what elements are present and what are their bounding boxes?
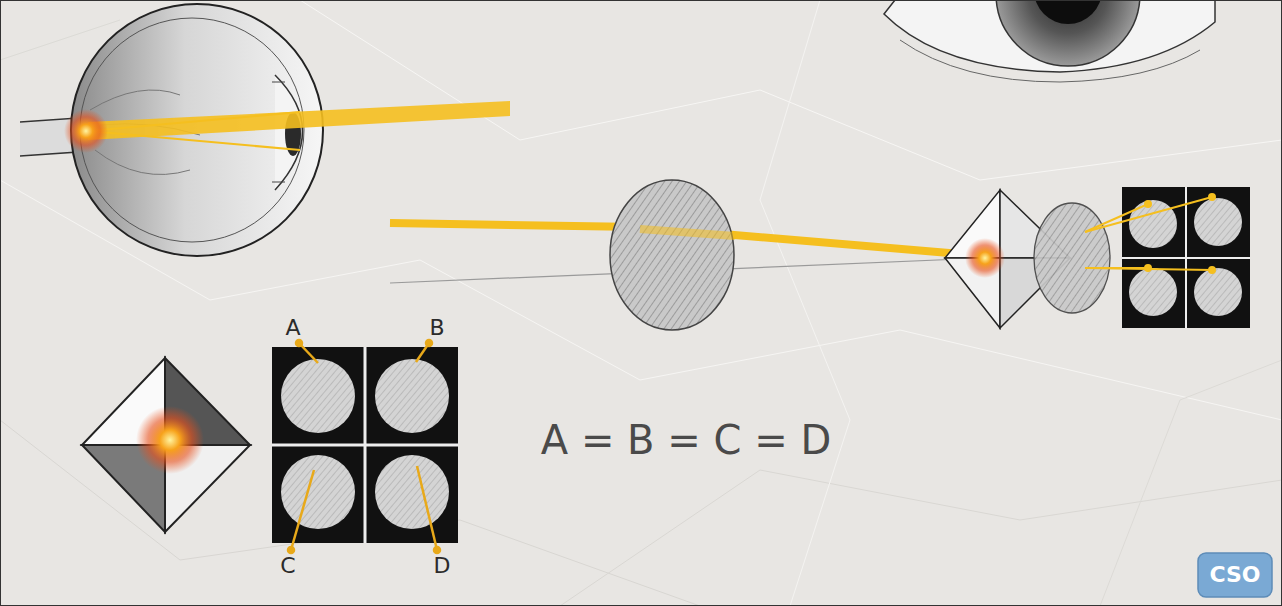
pupil-grid-large: [272, 347, 458, 543]
pupil-rays: [1085, 194, 1215, 273]
pupil-grid-large-part: [281, 359, 355, 433]
callout-letter: B: [429, 317, 444, 339]
pupil-rays-part: [1209, 267, 1215, 273]
paper-texture-part: [560, 470, 1282, 606]
pupil-grid-small-part: [1194, 268, 1242, 316]
pupil-grid-small-part: [1129, 200, 1177, 248]
eye-front-part: [996, 0, 1140, 66]
paper-texture-part: [300, 0, 1282, 180]
callout-letter: C: [280, 555, 295, 577]
focus-spot-large: [136, 406, 204, 474]
pupil-rays-part: [1145, 201, 1151, 207]
light-beam-part: [88, 131, 300, 150]
pupil-grid-small-part: [1122, 187, 1250, 328]
cornea: [275, 75, 303, 190]
pupil-grid-small-part: [1194, 198, 1242, 246]
leader-lines-part: [426, 340, 432, 346]
pupil-grid-small-part: [1129, 268, 1177, 316]
retina-spot: [64, 109, 108, 153]
equation-text: A = B = C = D: [541, 420, 831, 460]
light-beam-part: [88, 112, 300, 131]
leader-lines-part: [434, 547, 440, 553]
eye-front-part: [1034, 0, 1102, 24]
eye-front-part: [900, 40, 1200, 82]
eye-front: [884, 0, 1215, 82]
pupil-rays-part: [1209, 194, 1215, 200]
pupil-grid-small-part: [1122, 257, 1250, 259]
light-beam-part: [88, 101, 510, 140]
callout-letter: D: [434, 555, 451, 577]
beam-through-lens: [640, 229, 735, 236]
pupil-grid-small: [1122, 187, 1250, 328]
pupil-grid-large-part: [281, 455, 355, 529]
paper-texture-part: [760, 0, 850, 606]
leader-lines: [288, 340, 440, 553]
leader-lines-part: [296, 340, 302, 346]
light-beam: [88, 101, 510, 150]
pupil-rays-part: [1145, 265, 1151, 271]
focus-spot: [965, 238, 1005, 278]
callout-letter: A: [285, 317, 300, 339]
logo-text: CSO: [1209, 564, 1260, 586]
leader-lines-part: [291, 470, 314, 550]
pyramid-prism-large: [82, 358, 250, 532]
pupil-grid-large-part: [375, 359, 449, 433]
leader-lines-part: [288, 547, 294, 553]
converging-lens: [610, 180, 734, 330]
leader-lines-part: [417, 466, 437, 550]
iris-edge: [272, 82, 285, 182]
pupil-grid-large-part: [272, 347, 458, 543]
pupil-grid-large-part: [375, 455, 449, 529]
relay-lens: [1034, 203, 1110, 313]
pupil-rays-part: [1085, 197, 1212, 232]
logo-badge: [1198, 553, 1272, 597]
pupil-grid-large-part: [272, 444, 458, 447]
